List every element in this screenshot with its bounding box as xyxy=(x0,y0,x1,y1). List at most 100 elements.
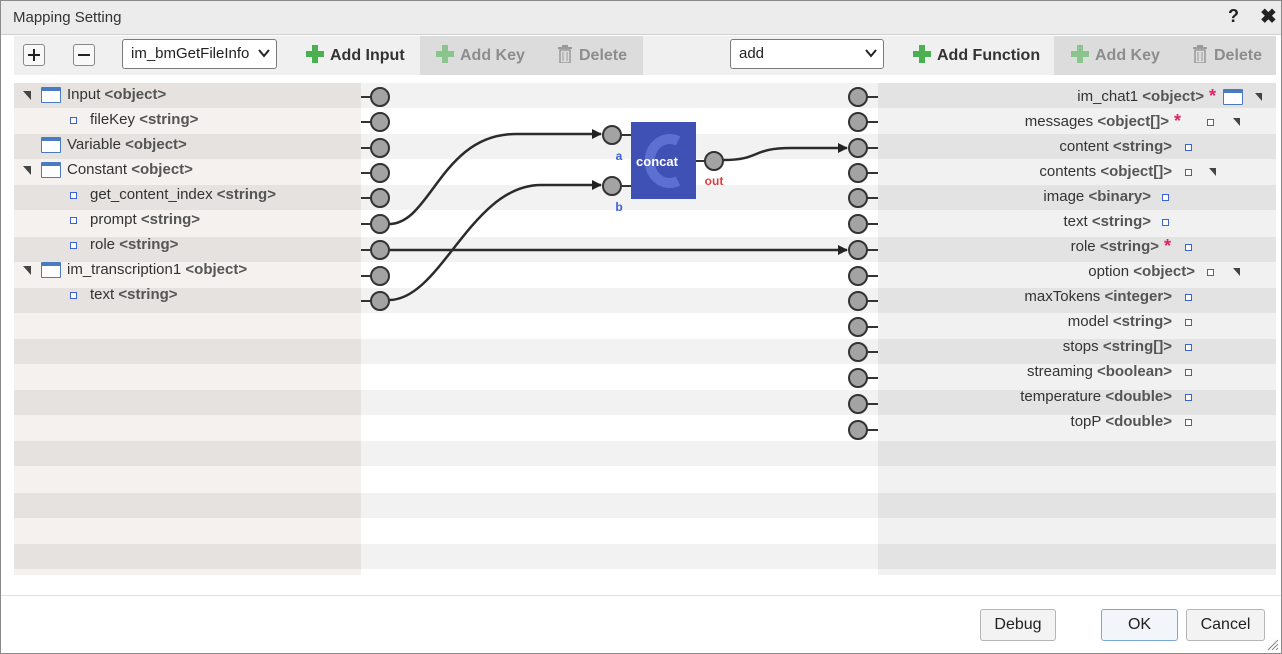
target-port-messages[interactable] xyxy=(848,112,868,132)
target-node-topp[interactable]: topP <double> xyxy=(878,410,1276,435)
target-node-content[interactable]: content <string> xyxy=(878,135,1276,160)
target-node-text[interactable]: text <string> xyxy=(878,210,1276,235)
resize-grip-icon[interactable] xyxy=(1265,637,1279,651)
output-port[interactable] xyxy=(704,151,724,171)
tree-node-filekey[interactable]: fileKey <string> xyxy=(14,108,361,133)
tree-node-input[interactable]: Input <object> xyxy=(14,83,361,108)
target-port-im_chat1[interactable] xyxy=(848,87,868,107)
ok-button[interactable]: OK xyxy=(1101,609,1178,641)
concat-function-node[interactable]: concat a b out xyxy=(602,122,724,214)
function-select[interactable]: add xyxy=(730,39,884,69)
expand-all-button[interactable] xyxy=(23,44,45,66)
collapse-arrow-icon[interactable] xyxy=(1233,118,1240,126)
close-icon[interactable]: ✖ xyxy=(1260,6,1277,28)
cancel-button[interactable]: Cancel xyxy=(1186,609,1265,641)
input-port-b[interactable] xyxy=(602,176,622,196)
node-name: messages xyxy=(1024,113,1094,130)
source-port-Constant[interactable] xyxy=(370,163,390,183)
source-port-get_content_index[interactable] xyxy=(370,188,390,208)
connection-text-to-b[interactable] xyxy=(388,180,602,302)
left-add-key-button[interactable]: Add Key xyxy=(436,36,525,75)
expand-arrow-icon[interactable] xyxy=(23,91,31,100)
add-icon xyxy=(1071,45,1089,63)
field-icon xyxy=(1185,419,1192,426)
target-node-maxtokens[interactable]: maxTokens <integer> xyxy=(878,285,1276,310)
source-port-im_transcription1[interactable] xyxy=(370,266,390,286)
target-port-image[interactable] xyxy=(848,188,868,208)
node-name: option xyxy=(1088,263,1130,280)
target-node-im-chat1[interactable]: im_chat1 <object> * xyxy=(878,85,1276,110)
target-port-maxTokens[interactable] xyxy=(848,291,868,311)
collapse-arrow-icon[interactable] xyxy=(1233,268,1240,276)
tree-node-variable[interactable]: Variable <object> xyxy=(14,133,361,158)
right-add-key-button[interactable]: Add Key xyxy=(1071,36,1160,75)
debug-button[interactable]: Debug xyxy=(980,609,1056,641)
target-port-text[interactable] xyxy=(848,214,868,234)
target-port-model[interactable] xyxy=(848,317,868,337)
help-icon[interactable]: ? xyxy=(1228,6,1239,26)
target-node-model[interactable]: model <string> xyxy=(878,310,1276,335)
connection-out-to-content[interactable] xyxy=(722,143,848,162)
tree-node-role[interactable]: role <string> xyxy=(14,233,361,258)
tree-node-prompt[interactable]: prompt <string> xyxy=(14,208,361,233)
target-node-image[interactable]: image <binary> xyxy=(878,185,1276,210)
mapping-canvas: concat a b out xyxy=(361,87,878,440)
target-node-messages[interactable]: messages <object[]> * xyxy=(878,110,1276,135)
add-function-button[interactable]: Add Function xyxy=(913,36,1040,75)
source-port-text[interactable] xyxy=(370,291,390,311)
node-name: maxTokens xyxy=(1024,288,1101,305)
tree-node-constant[interactable]: Constant <object> xyxy=(14,158,361,183)
target-port-topP[interactable] xyxy=(848,420,868,440)
target-node-streaming[interactable]: streaming <boolean> xyxy=(878,360,1276,385)
target-port-stops[interactable] xyxy=(848,342,868,362)
output-label: out xyxy=(705,174,724,188)
row-stripe xyxy=(878,237,1276,262)
collapse-arrow-icon[interactable] xyxy=(1255,93,1262,101)
source-select[interactable]: im_bmGetFileInfo xyxy=(122,39,277,69)
target-node-stops[interactable]: stops <string[]> xyxy=(878,335,1276,360)
node-type: <string> xyxy=(1112,313,1172,330)
tree-node-get-content-index[interactable]: get_content_index <string> xyxy=(14,183,361,208)
node-type: <binary> xyxy=(1088,188,1151,205)
expand-arrow-icon[interactable] xyxy=(23,166,31,175)
node-type: <string> xyxy=(1099,238,1159,255)
add-input-button[interactable]: Add Input xyxy=(306,36,405,75)
expand-arrow-icon[interactable] xyxy=(23,266,31,275)
plus-icon xyxy=(28,49,40,61)
row-stripe xyxy=(14,441,361,466)
connection-prompt-to-a[interactable] xyxy=(388,129,602,226)
target-node-temperature[interactable]: temperature <double> xyxy=(878,385,1276,410)
input-label-a: a xyxy=(616,149,623,163)
right-delete-button[interactable]: Delete xyxy=(1192,36,1262,75)
target-ports xyxy=(848,87,878,440)
row-stripe xyxy=(361,83,878,108)
left-delete-button[interactable]: Delete xyxy=(557,36,627,75)
node-name: im_chat1 xyxy=(1077,88,1139,105)
row-stripe xyxy=(361,339,878,364)
tree-node-text[interactable]: text <string> xyxy=(14,283,361,308)
target-node-option[interactable]: option <object> xyxy=(878,260,1276,285)
source-port-Variable[interactable] xyxy=(370,138,390,158)
source-port-prompt[interactable] xyxy=(370,214,390,234)
target-port-temperature[interactable] xyxy=(848,394,868,414)
target-node-contents[interactable]: contents <object[]> xyxy=(878,160,1276,185)
tree-node-im-transcription1[interactable]: im_transcription1 <object> xyxy=(14,258,361,283)
node-type: <string> xyxy=(216,186,276,203)
collapse-all-button[interactable] xyxy=(73,44,95,66)
source-port-fileKey[interactable] xyxy=(370,112,390,132)
row-stripe xyxy=(878,544,1276,569)
input-port-a[interactable] xyxy=(602,125,622,145)
target-port-contents[interactable] xyxy=(848,163,868,183)
collapse-arrow-icon[interactable] xyxy=(1209,168,1216,176)
source-port-role[interactable] xyxy=(370,240,390,260)
source-port-Input[interactable] xyxy=(370,87,390,107)
target-port-content[interactable] xyxy=(848,138,868,158)
row-stripe xyxy=(878,493,1276,518)
target-node-role[interactable]: role <string> * xyxy=(878,235,1276,260)
connections xyxy=(388,129,848,302)
target-port-option[interactable] xyxy=(848,266,868,286)
field-icon xyxy=(1207,269,1214,276)
target-port-role[interactable] xyxy=(848,240,868,260)
target-port-streaming[interactable] xyxy=(848,368,868,388)
